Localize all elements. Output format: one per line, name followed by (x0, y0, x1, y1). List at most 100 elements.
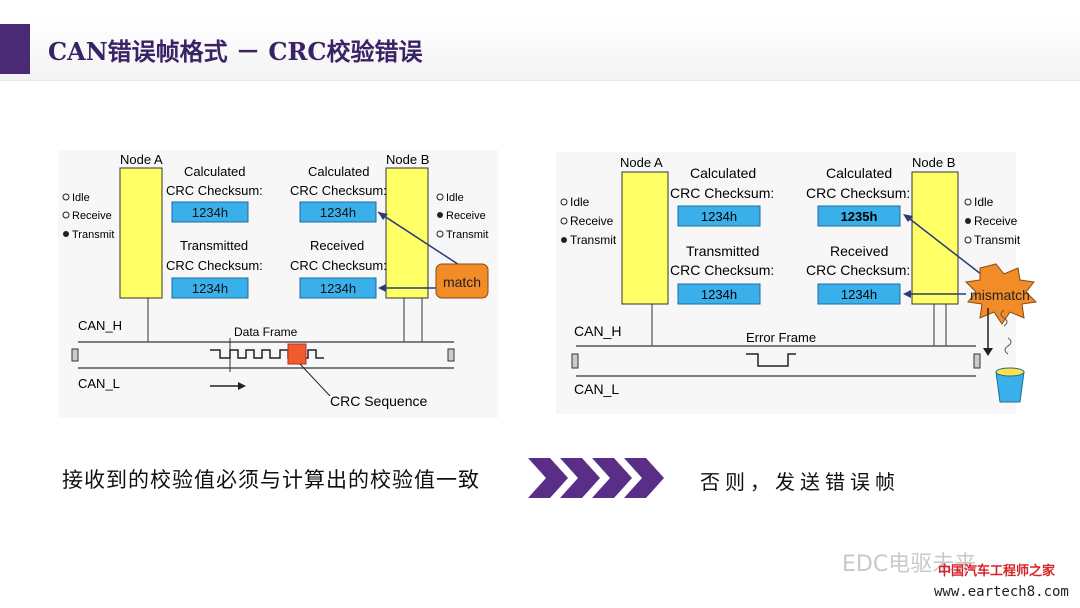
crc-sequence-highlight (287, 343, 307, 365)
arrowhead-recv (903, 290, 911, 298)
frame-label: Error Frame (746, 330, 816, 345)
calc-a-box (677, 205, 761, 227)
state-receive-radio (560, 217, 568, 225)
trans-a-value: 1234h (701, 287, 737, 302)
state-receive-label: Receive (72, 210, 112, 222)
recv-label-b-line1: Received (830, 243, 888, 259)
state-idle-radio (62, 193, 70, 201)
trans-label-a-line2: CRC Checksum: (166, 258, 263, 273)
state-transmit-label: Transmit (974, 233, 1021, 247)
error-flow-arrowhead (983, 348, 993, 356)
calc-label-a-line1: Calculated (184, 164, 245, 179)
recv-b-value: 1234h (841, 287, 877, 302)
state-idle-radio (436, 193, 444, 201)
state-transmit-label: Transmit (72, 229, 114, 241)
state-transmit-radio (436, 230, 444, 238)
title-bar (0, 18, 1080, 81)
recv-label-b-line1: Received (310, 238, 364, 253)
node-a-label: Node A (620, 155, 663, 170)
frame-direction-arrowhead (238, 382, 246, 390)
match-label: match (443, 274, 481, 290)
conclusion-text: 接收到的校验值必须与计算出的校验值一致 (62, 468, 480, 492)
node-a-box (119, 167, 163, 299)
left-can-diagram: Node A Node B Idle Receive Transmit Idle… (58, 150, 498, 418)
calc-label-b-line2: CRC Checksum: (806, 185, 910, 201)
state-receive-label: Receive (974, 214, 1018, 228)
mismatch-label: mismatch (970, 287, 1030, 303)
recv-b-box (817, 283, 901, 305)
mismatch-burst-icon (964, 263, 1038, 325)
calc-label-b-line1: Calculated (826, 165, 892, 181)
node-a-states: Idle Receive Transmit (560, 195, 617, 247)
calc-b-value: 1235h (841, 209, 878, 224)
state-idle-radio (560, 198, 568, 206)
state-idle-label: Idle (974, 195, 994, 209)
arrowhead-calc (903, 214, 913, 222)
calc-label-b-line1: Calculated (308, 164, 369, 179)
watermark-logo: 中国汽车工程师之家 (938, 564, 1056, 579)
calc-a-value: 1234h (192, 205, 228, 220)
calc-a-box (171, 201, 249, 223)
node-b-label: Node B (386, 152, 429, 167)
calc-label-a-line2: CRC Checksum: (166, 183, 263, 198)
trans-label-a-line1: Transmitted (180, 238, 248, 253)
chevron-2-icon (560, 458, 600, 498)
calc-label-a-line1: Calculated (690, 165, 756, 181)
state-transmit-radio (63, 231, 69, 237)
right-can-diagram: Node A Node B Idle Receive Transmit Idle… (556, 152, 1038, 414)
crc-sequence-label: CRC Sequence (330, 393, 427, 409)
can-h-label: CAN_H (78, 318, 122, 333)
bus-terminator-left (71, 348, 79, 362)
calc-a-value: 1234h (701, 209, 737, 224)
arrow-mismatch-to-calc (905, 215, 987, 279)
node-b-label: Node B (912, 155, 955, 170)
state-transmit-label: Transmit (446, 229, 488, 241)
state-receive-radio (965, 218, 971, 224)
chevron-1-icon (528, 458, 568, 498)
bus-terminator-right (447, 348, 455, 362)
state-transmit-radio (964, 236, 972, 244)
state-receive-radio (437, 212, 443, 218)
crc-seq-pointer (299, 363, 331, 397)
bus-terminator-left (571, 353, 579, 369)
can-l-label: CAN_L (78, 376, 120, 391)
arrow-match-to-calc (377, 211, 471, 273)
title-accent-bar (0, 24, 30, 74)
state-receive-label: Receive (570, 214, 614, 228)
recv-label-b-line2: CRC Checksum: (290, 258, 387, 273)
trans-label-a-line2: CRC Checksum: (670, 262, 774, 278)
calc-b-value: 1234h (320, 205, 356, 220)
state-receive-radio (62, 211, 70, 219)
trans-a-box (171, 277, 249, 299)
error-signal-squiggle (1000, 309, 1012, 355)
state-idle-label: Idle (570, 195, 590, 209)
state-idle-radio (964, 198, 972, 206)
node-b-states: Idle Receive Transmit (436, 192, 488, 241)
bus-terminator-right (973, 353, 981, 369)
node-a-states: Idle Receive Transmit (62, 192, 114, 241)
state-transmit-label: Transmit (570, 233, 617, 247)
chevron-arrows-icon (528, 458, 664, 498)
calc-b-box (299, 201, 377, 223)
chevron-4-icon (624, 458, 664, 498)
chevron-3-icon (592, 458, 632, 498)
state-idle-label: Idle (446, 192, 464, 204)
node-b-states: Idle Receive Transmit (964, 195, 1021, 247)
arrowhead-calc (378, 212, 388, 220)
otherwise-text: 否则，发送错误帧 (700, 470, 900, 494)
can-h-label: CAN_H (574, 323, 621, 339)
node-b-box (385, 167, 429, 299)
node-a-label: Node A (120, 152, 163, 167)
can-l-label: CAN_L (574, 381, 619, 397)
recv-b-value: 1234h (320, 281, 356, 296)
match-badge (435, 263, 489, 299)
calc-label-a-line2: CRC Checksum: (670, 185, 774, 201)
recv-b-box (299, 277, 377, 299)
watermark-url: www.eartech8.com (934, 584, 1069, 600)
error-frame-waveform (746, 353, 796, 367)
frame-label: Data Frame (234, 325, 298, 339)
state-idle-label: Idle (72, 192, 90, 204)
calc-b-box (817, 205, 901, 227)
state-receive-label: Receive (446, 210, 486, 222)
trans-a-value: 1234h (192, 281, 228, 296)
